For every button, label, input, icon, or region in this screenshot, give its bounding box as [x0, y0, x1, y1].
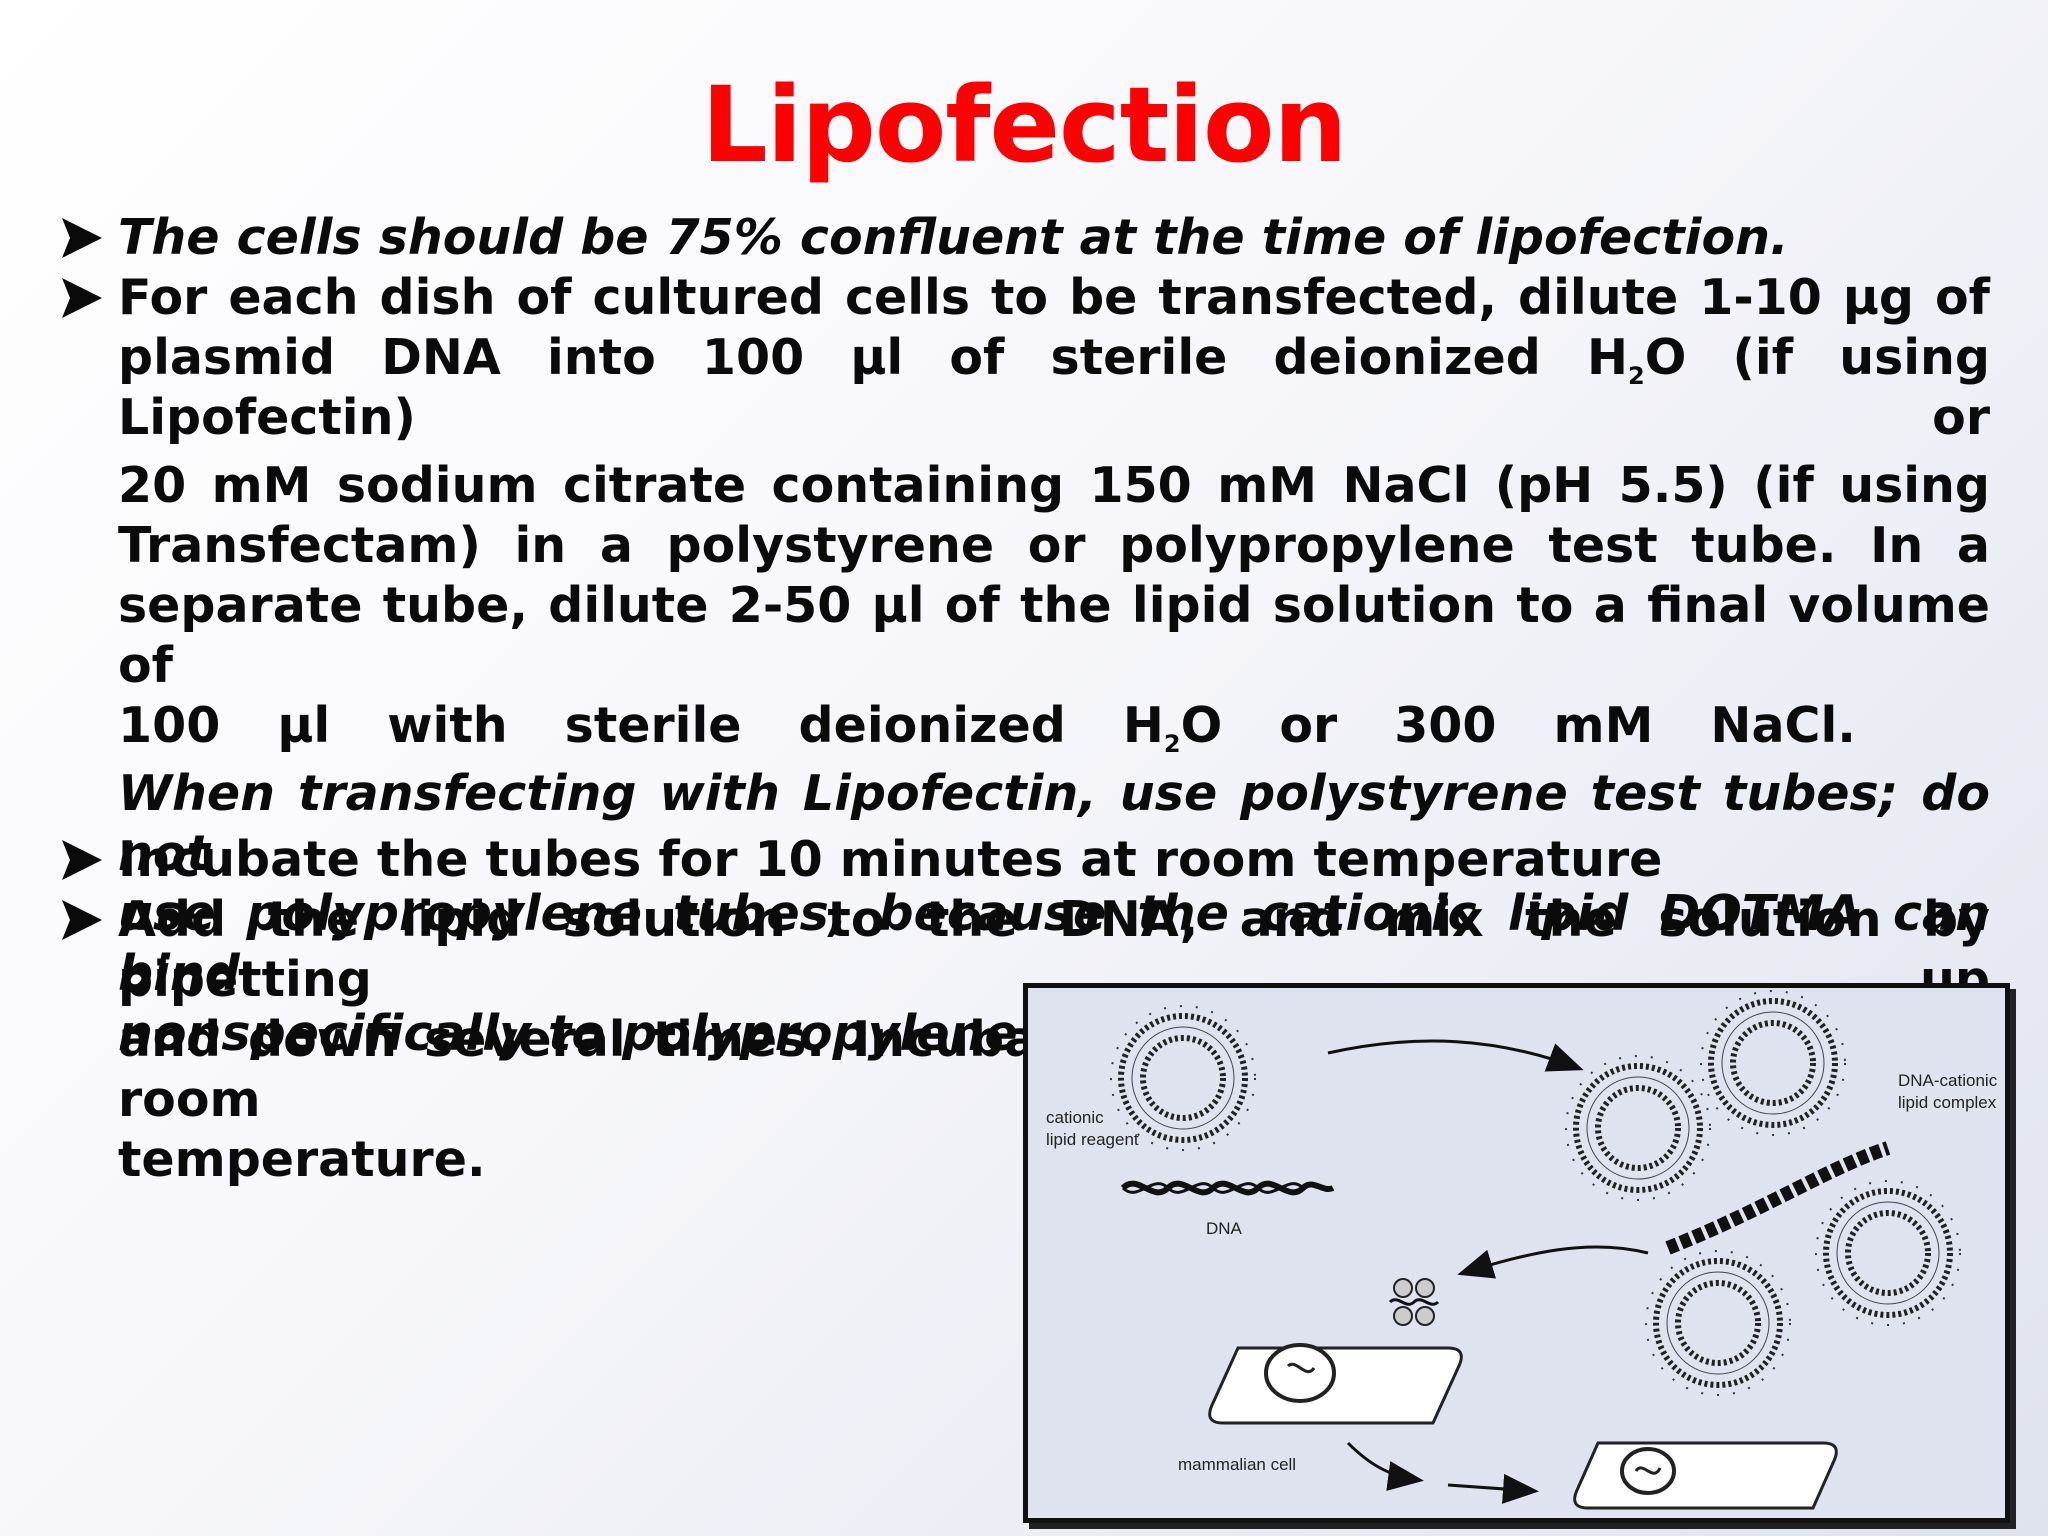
lipofection-diagram: cationic lipid reagent DNA DNA-cationic …: [1023, 983, 2010, 1523]
diagram-canvas: cationic lipid reagent DNA DNA-cationic …: [1046, 988, 1998, 1510]
arrow-icon: [1327, 1039, 1584, 1072]
svg-text:lipid complex: lipid complex: [1898, 1093, 1997, 1112]
svg-text:DNA-cationic: DNA-cationic: [1898, 1071, 1998, 1090]
dna-helix-icon: [1665, 1141, 1891, 1255]
svg-text:lipid reagent: lipid reagent: [1046, 1130, 1139, 1149]
arrow-bullet-icon: [62, 840, 102, 880]
small-complex-icon: [1388, 1278, 1440, 1326]
arrow-bullet-icon: [62, 278, 102, 318]
dna-helix-icon: [1120, 1180, 1335, 1196]
svg-text:cationic: cationic: [1046, 1108, 1104, 1127]
arrow-icon: [1457, 1245, 1649, 1279]
arrow-bullet-icon: [62, 218, 102, 258]
line-h2o-2: 100 μl with sterile deionized H2O or 300…: [118, 697, 1856, 758]
svg-text:DNA: DNA: [1206, 1219, 1243, 1238]
arrow-icon: [1346, 1441, 1424, 1491]
mammalian-cell-icon: [1208, 1343, 1463, 1425]
lipid-vesicle-icon: [1111, 1006, 1255, 1150]
slide-title: Lipofection: [701, 64, 1347, 186]
transfected-cell-icon: [1573, 1441, 1838, 1510]
svg-text:mammalian cell: mammalian cell: [1178, 1455, 1296, 1474]
bullet-text-1: The cells should be 75% confluent at the…: [118, 209, 1789, 266]
bullet-text-2: For each dish of cultured cells to be tr…: [118, 269, 1990, 1062]
line-h2o-1: plasmid DNA into 100 μl of sterile deion…: [118, 329, 1990, 446]
arrow-bullet-icon: [62, 900, 102, 940]
bullet-text-3: Incubate the tubes for 10 minutes at roo…: [118, 831, 1663, 888]
